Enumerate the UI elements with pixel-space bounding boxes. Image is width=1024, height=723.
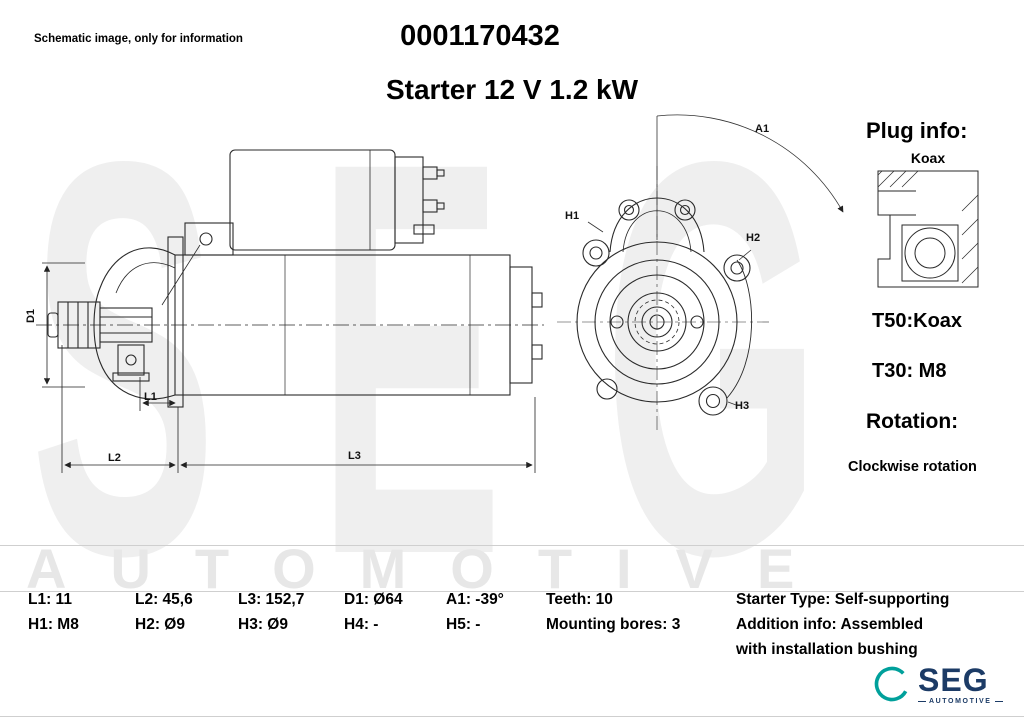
seg-automotive-logo: SEG AUTOMOTIVE: [872, 663, 1003, 705]
divider-line-top: [0, 545, 1024, 546]
dim-label-l2: L2: [108, 452, 121, 464]
logo-subtitle-text: AUTOMOTIVE: [918, 698, 1003, 705]
rotation-value: Clockwise rotation: [848, 459, 977, 475]
spec-l2: L2: 45,6: [135, 591, 193, 608]
dim-label-l1: L1: [144, 391, 157, 403]
plug-info-heading: Plug info:: [866, 118, 968, 143]
t50-spec: T50:Koax: [872, 310, 963, 332]
page-title: Starter 12 V 1.2 kW: [385, 74, 639, 105]
part-number: 0001170432: [400, 20, 560, 52]
spec-a1: A1: -39°: [446, 591, 504, 608]
spec-l3: L3: 152,7: [238, 591, 305, 608]
spec-h3: H3: Ø9: [238, 616, 288, 633]
spec-l1: L1: 11: [28, 591, 72, 608]
spec-mounting-bores: Mounting bores: 3: [546, 616, 681, 633]
dim-label-h1: H1: [565, 210, 580, 222]
dim-label-d1: D1: [25, 308, 38, 324]
spec-teeth: Teeth: 10: [546, 591, 613, 608]
spec-d1: D1: Ø64: [344, 591, 403, 608]
plug-detail-drawing: [877, 170, 979, 288]
divider-line-middle: [0, 591, 1024, 592]
t30-spec: T30: M8: [872, 360, 947, 382]
spec-starter-type: Starter Type: Self-supporting: [736, 591, 950, 608]
watermark-seg-text: SEG: [30, 45, 922, 671]
spec-h4: H4: -: [344, 616, 379, 633]
rotation-heading: Rotation:: [866, 410, 959, 433]
logo-divider-left: [918, 700, 926, 702]
dim-label-h2: H2: [746, 232, 761, 244]
dim-label-l3: L3: [348, 450, 361, 462]
starter-side-view-drawing: [36, 149, 544, 473]
starter-front-view-drawing: [557, 114, 844, 430]
logo-brand-text: SEG: [918, 661, 989, 698]
spec-addition-info: Addition info: Assembled: [736, 616, 924, 633]
watermark-automotive-text: AUTOMOTIVE: [26, 537, 839, 600]
spec-h5: H5: -: [446, 616, 481, 633]
logo-subtitle-label: AUTOMOTIVE: [929, 697, 992, 705]
seg-logo-circle-icon: [874, 666, 910, 702]
dim-label-a1: A1: [755, 123, 770, 135]
spec-addition-info-cont: with installation bushing: [736, 641, 918, 658]
spec-table: L1: 11 L2: 45,6 L3: 152,7 D1: Ø64 A1: -3…: [28, 591, 1018, 659]
dim-label-h3: H3: [735, 400, 750, 412]
divider-line-bottom: [0, 716, 1024, 717]
disclaimer-text: Schematic image, only for information: [34, 33, 243, 45]
logo-divider-right: [994, 700, 1003, 702]
plug-type-label: Koax: [910, 150, 946, 166]
spec-h2: H2: Ø9: [135, 616, 185, 633]
spec-h1: H1: M8: [28, 616, 79, 633]
